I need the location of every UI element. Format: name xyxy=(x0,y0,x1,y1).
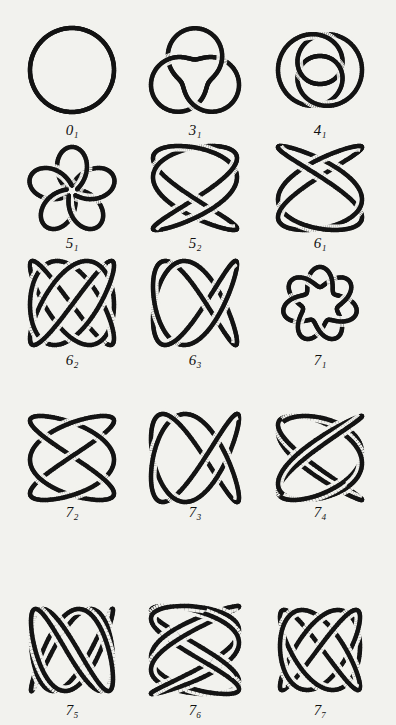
knot-strand xyxy=(194,105,195,106)
